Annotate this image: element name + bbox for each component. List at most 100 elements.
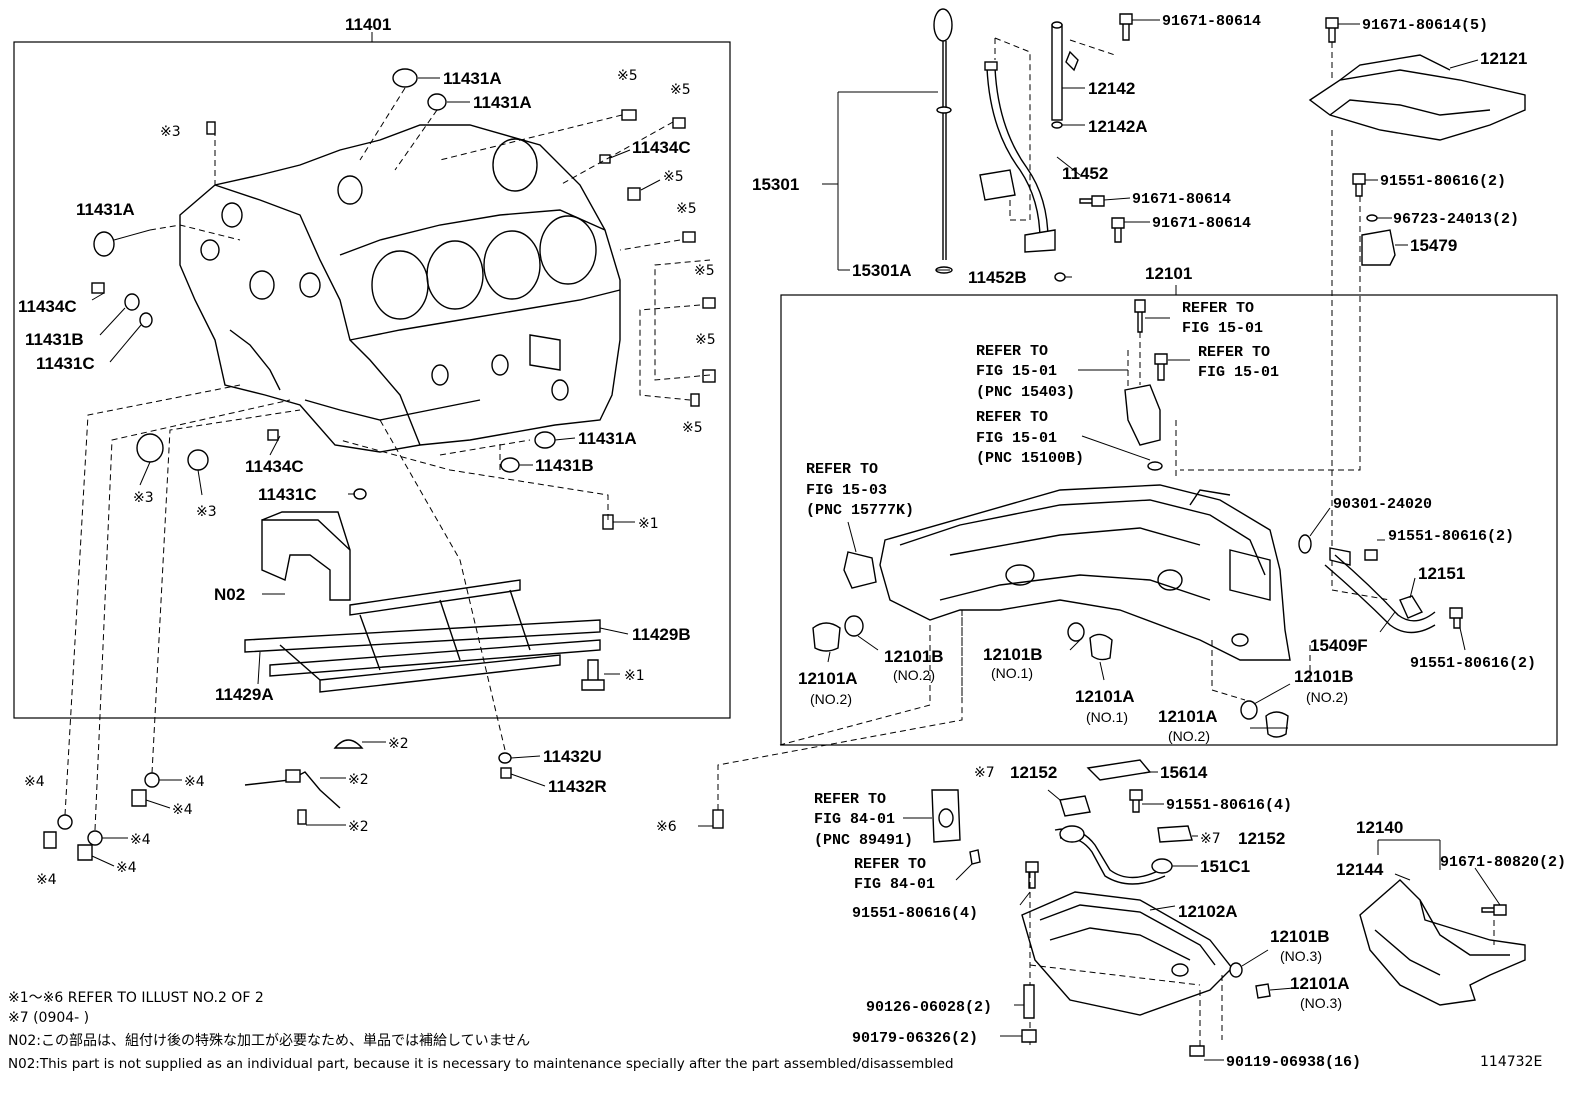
mark-5: ※5: [670, 82, 691, 98]
bolt-91551-80616-2: 91551-80616(2): [1388, 528, 1514, 545]
callout-12142: 12142: [1088, 79, 1135, 98]
callout-12101A: 12101A: [1290, 974, 1350, 993]
bolt-90126-06028-2: 90126-06028(2): [866, 999, 992, 1016]
oil-pan-upper-drawing: [779, 299, 1463, 746]
callout-12101A: 12101A: [798, 669, 858, 688]
callout-15614: 15614: [1160, 763, 1208, 782]
note-mark-7: ※7 (0904- ): [8, 1010, 89, 1026]
mark-4: ※4: [172, 802, 193, 818]
bolt-91551-80616-2: 91551-80616(2): [1410, 655, 1536, 672]
refer-to-fig-15-01-pnc-15100b: FIG 15-01: [976, 430, 1057, 447]
note-refer-illust: ※1～※6 REFER TO ILLUST NO.2 OF 2: [8, 990, 264, 1006]
bolt-96723-24013-2: 96723-24013(2): [1393, 211, 1519, 228]
dipstick-drawing: [822, 8, 953, 274]
mark-7: ※7: [974, 765, 995, 781]
baffle-plate-12121: [1308, 17, 1526, 601]
callout-15301A: 15301A: [852, 261, 912, 280]
mark-4: ※4: [130, 832, 151, 848]
mark-7: ※7: [1200, 831, 1221, 847]
callout-11431C: 11431C: [36, 354, 95, 373]
mark-1: ※1: [638, 516, 659, 532]
refer-to-fig-15-01-pnc-15403: FIG 15-01: [976, 363, 1057, 380]
callout-11434C: 11434C: [632, 138, 691, 157]
sub-no2: (NO.2): [1306, 689, 1348, 705]
refer-to-fig-84-01-pnc-89491: (PNC 89491): [814, 832, 913, 849]
bolt-91551-80616-4: 91551-80616(4): [1166, 797, 1292, 814]
mark-4: ※4: [36, 872, 57, 888]
sub-no1: (NO.1): [991, 665, 1033, 681]
bolt-90179-06326-2: 90179-06326(2): [852, 1030, 978, 1047]
sub-no3: (NO.3): [1300, 995, 1342, 1011]
callout-12101B: 12101B: [1294, 667, 1354, 686]
sub-no2: (NO.2): [1168, 728, 1210, 744]
callout-12142A: 12142A: [1088, 117, 1148, 136]
bolt-91671-80820-2: 91671-80820(2): [1440, 854, 1566, 871]
mark-5: ※5: [682, 420, 703, 436]
refer-to-fig-15-01: FIG 15-01: [1198, 364, 1279, 381]
parts-below-block: [43, 384, 963, 867]
refer-to-fig-15-01-pnc-15403: REFER TO: [976, 343, 1048, 360]
mark-4: ※4: [116, 860, 137, 876]
bolt-91551-80616-4: 91551-80616(4): [852, 905, 978, 922]
note-n02-english: N02:This part is not supplied as an indi…: [8, 1056, 954, 1072]
note-n02-japanese: N02:この部品は、組付け後の特殊な加工が必要なため、単品では補給していません: [8, 1033, 530, 1049]
callout-12152: 12152: [1238, 829, 1285, 848]
refer-to-fig-15-01: REFER TO: [1198, 344, 1270, 361]
callout-12101: 12101: [1145, 264, 1192, 283]
mark-5: ※5: [695, 332, 716, 348]
mark-4: ※4: [184, 774, 205, 790]
mark-3: ※3: [196, 504, 217, 520]
mark-2: ※2: [348, 772, 369, 788]
callout-12101B: 12101B: [1270, 927, 1330, 946]
refer-to-fig-84-01-pnc-89491: FIG 84-01: [814, 811, 895, 828]
callout-12101A: 12101A: [1158, 707, 1218, 726]
callout-15301: 15301: [752, 175, 799, 194]
sensor-15479: [1180, 173, 1408, 471]
mark-2: ※2: [388, 736, 409, 752]
bolt-icons-top: [1079, 13, 1160, 243]
callout-12101A: 12101A: [1075, 687, 1135, 706]
callout-11452B: 11452B: [968, 268, 1027, 287]
leader-lines-block: [91, 77, 711, 685]
callout-151C1: 151C1: [1200, 857, 1250, 876]
callout-11434C: 11434C: [18, 297, 77, 316]
callout-12140: 12140: [1356, 818, 1403, 837]
refer-to-fig-15-01-pnc-15100b: (PNC 15100B): [976, 450, 1084, 467]
bearing-frame-11429: [244, 579, 601, 693]
refer-to-fig-15-03-pnc-15777k: REFER TO: [806, 461, 878, 478]
bolt-91671-80614: 91671-80614: [1162, 13, 1261, 30]
callout-11431B: 11431B: [535, 456, 594, 475]
callout-N02: N02: [214, 585, 245, 604]
mark-1: ※1: [624, 668, 645, 684]
figure-id: 114732E: [1480, 1054, 1542, 1070]
mark-2: ※2: [348, 819, 369, 835]
callout-11432R: 11432R: [548, 777, 607, 796]
mark-5: ※5: [617, 68, 638, 84]
refer-to-fig-15-01: FIG 15-01: [1182, 320, 1263, 337]
oil-pipe-12142: [1051, 21, 1116, 176]
callout-12144: 12144: [1336, 860, 1384, 879]
callout-11401: 11401: [345, 15, 391, 34]
callout-12101B: 12101B: [983, 645, 1043, 664]
callout-11429B: 11429B: [632, 625, 691, 644]
refer-to-fig-15-01: REFER TO: [1182, 300, 1254, 317]
refer-to-fig-84-01: REFER TO: [854, 856, 926, 873]
bolt-91671-80614-5: 91671-80614(5): [1362, 17, 1488, 34]
group-box-12101: [780, 294, 1558, 746]
refer-to-fig-15-03-pnc-15777k: (PNC 15777K): [806, 502, 914, 519]
callout-11452: 11452: [1062, 164, 1108, 183]
leader-lines-right-box: [827, 317, 1466, 729]
callout-15409F: 15409F: [1310, 636, 1368, 655]
callout-12101B: 12101B: [884, 647, 944, 666]
sub-no1: (NO.1): [1086, 709, 1128, 725]
bolt-91671-80614: 91671-80614: [1152, 215, 1251, 232]
callout-11431A: 11431A: [76, 200, 135, 219]
callout-11434C: 11434C: [245, 457, 304, 476]
dipstick-guide-drawing: [979, 37, 1072, 282]
callout-11431A: 11431A: [473, 93, 532, 112]
sub-no2: (NO.2): [810, 691, 852, 707]
bolt-91551-80616-2: 91551-80616(2): [1380, 173, 1506, 190]
mark-3: ※3: [160, 124, 181, 140]
bolt-90119-06938-16: 90119-06938(16): [1226, 1054, 1361, 1071]
callout-11431C: 11431C: [258, 485, 317, 504]
